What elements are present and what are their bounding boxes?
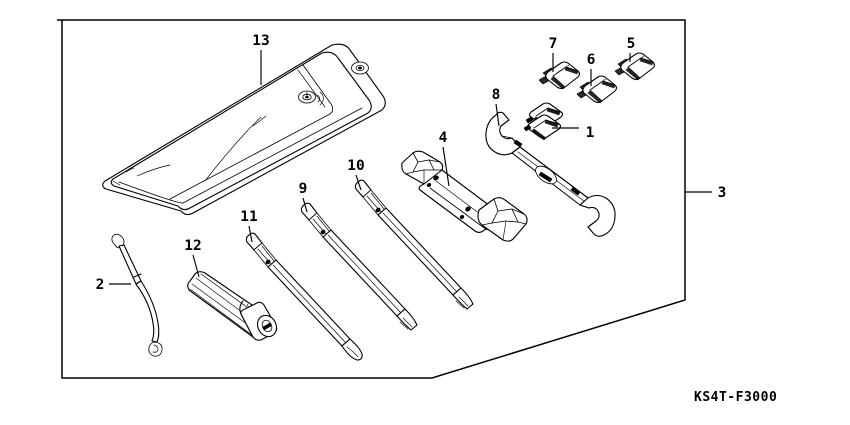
screwdriver-blade-phillips	[300, 202, 418, 331]
open-end-wrench	[485, 111, 616, 237]
callout-1: 1	[586, 125, 595, 141]
bag-snap-upper	[351, 61, 369, 75]
callout-5: 5	[627, 36, 636, 52]
callout-11: 11	[240, 209, 258, 225]
bag-snap-lower	[298, 90, 324, 106]
callout-9: 9	[299, 181, 308, 197]
fuse-large	[614, 52, 656, 81]
callout-13: 13	[252, 33, 269, 49]
part-code-label: KS4T-F3000	[694, 390, 777, 405]
screwdriver-blade-flat	[245, 232, 363, 361]
bent-wire-tool	[111, 233, 163, 357]
callout-2: 2	[96, 277, 105, 293]
callout-7: 7	[549, 36, 558, 52]
fuse-medium	[576, 75, 618, 104]
callout-3: 3	[718, 185, 727, 201]
fuse-small	[538, 61, 581, 90]
tool-bag	[102, 43, 386, 216]
tool-set-boundary	[57, 19, 686, 379]
callout-10: 10	[347, 158, 364, 174]
callout-12: 12	[184, 238, 201, 254]
callout-numbers: 1 2 3 4 5 6 7 8 9 10 11 12 13	[96, 33, 727, 293]
wire-clip-connector	[523, 102, 564, 141]
box-wrench-socket	[401, 150, 528, 242]
screwdriver-handle	[187, 271, 278, 341]
leader-lines	[109, 50, 712, 285]
callout-8: 8	[492, 87, 501, 103]
callout-4: 4	[439, 130, 448, 146]
callout-6: 6	[587, 52, 596, 68]
